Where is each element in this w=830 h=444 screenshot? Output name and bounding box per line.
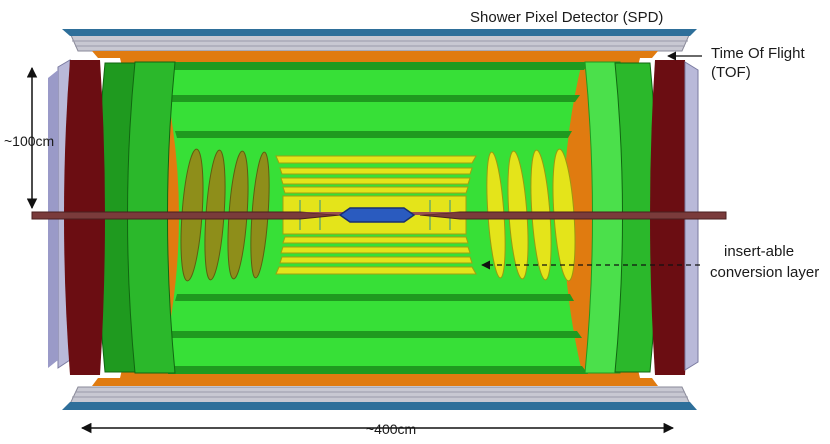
barrel-slabs-upper [168,62,590,138]
conversion-label-line1: insert-able [724,243,795,260]
height-dimension-label: ~100cm [4,133,55,149]
barrel-slabs-lower [168,294,588,374]
spd-bottom-slab [62,386,697,410]
conversion-label-line2: conversion layer [710,264,820,281]
tof-top-strip [92,51,658,58]
vertex-detector [338,207,416,223]
tof-bottom-strip [92,378,658,386]
spd-top-slab [62,29,697,52]
tof-label-line2: (TOF) [711,64,751,81]
spd-label: Shower Pixel Detector (SPD) [470,9,664,26]
tof-label-line1: Time Of Flight [711,45,805,62]
length-dimension-label: ~400cm [366,421,417,437]
beam-pipe [31,211,727,220]
